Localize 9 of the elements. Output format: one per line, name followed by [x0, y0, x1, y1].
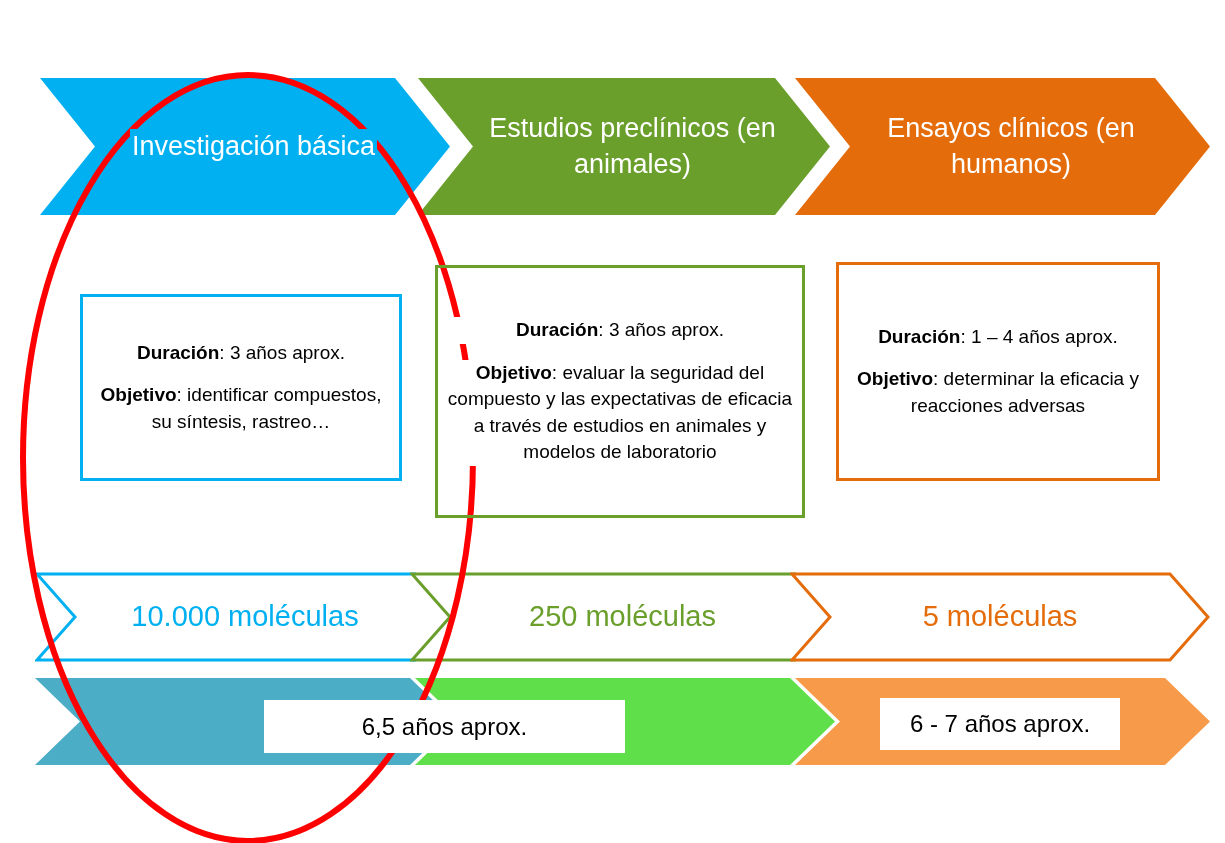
duration-label: 6,5 años aprox. — [264, 700, 625, 753]
description-text: Objetivo: evaluar la seguridad del compuesto y las expectativas de eficacia a través de estudios en animales y modelos de laboratorio — [446, 359, 794, 466]
molecule-count: 5 moléculas — [922, 599, 1078, 635]
duration-label: 6 - 7 años aprox. — [880, 698, 1120, 750]
info-box — [435, 265, 805, 518]
info-box — [80, 294, 402, 481]
info-box — [836, 262, 1160, 481]
molecule-count: 10.000 moléculas — [131, 599, 359, 635]
molecule-count: 250 moléculas — [529, 599, 716, 635]
